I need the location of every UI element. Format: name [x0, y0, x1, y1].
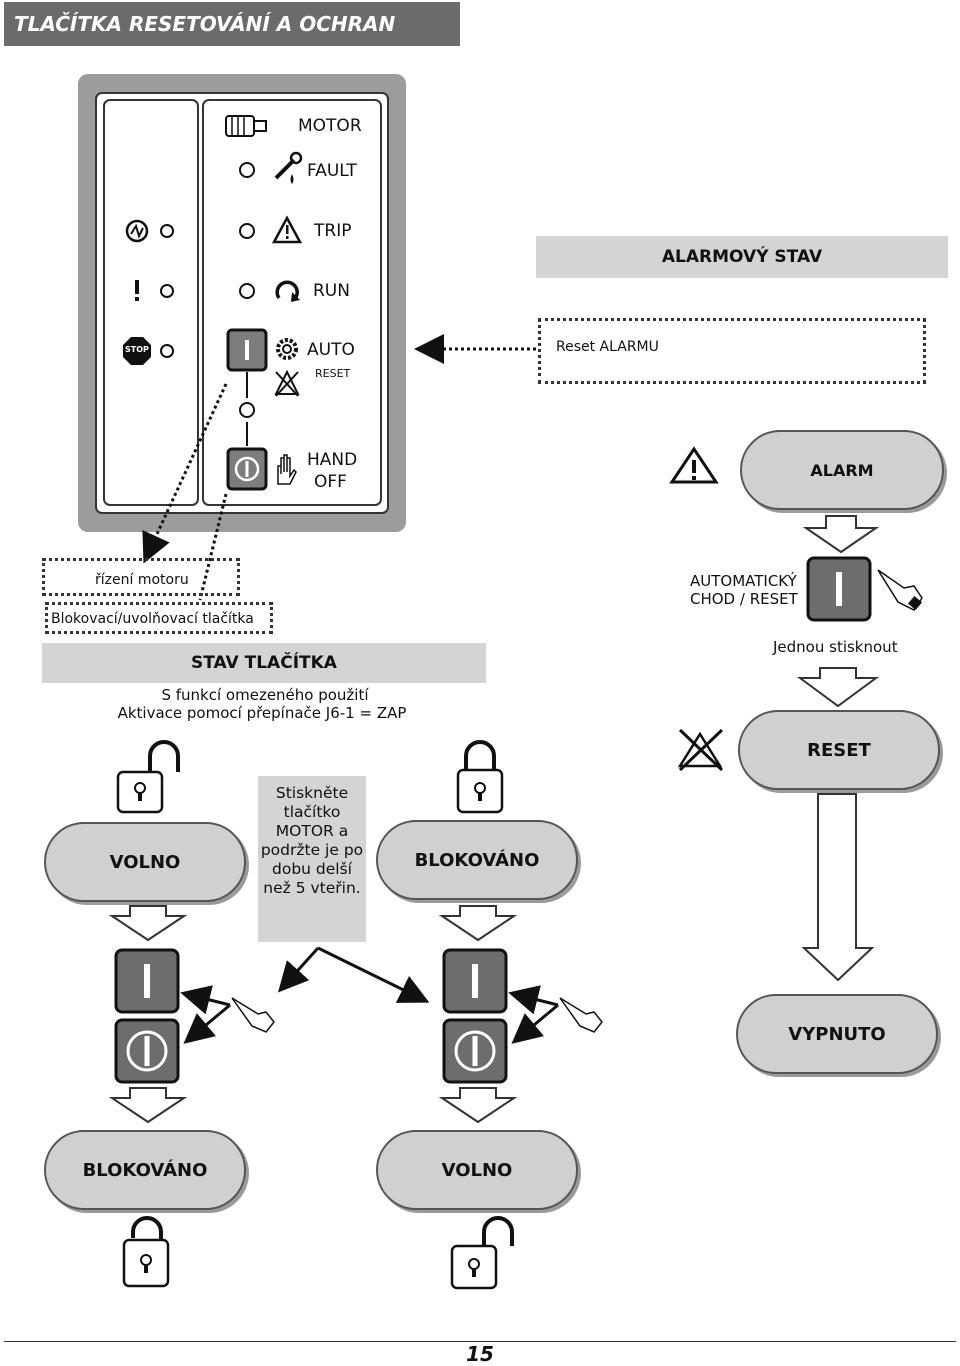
run-rotate-icon: [275, 280, 300, 302]
warning-exclamation-icon: [135, 280, 139, 301]
motor-control-label: řízení motoru: [42, 558, 240, 596]
padlock-open-icon: [450, 1216, 514, 1290]
button-state-band: STAV TLAČÍTKA: [42, 643, 486, 683]
panel-label-off: OFF: [314, 472, 347, 492]
supply-icon: [125, 219, 149, 243]
stop-icon: [123, 337, 151, 365]
result-free-pill: VOLNO: [376, 1130, 578, 1210]
alarm-band: ALARMOVÝ STAV: [536, 236, 948, 278]
panel-label-stop: STOP: [125, 345, 149, 354]
auto-run-line1: AUTOMATICKÝ: [690, 572, 797, 590]
auto-run-line2: CHOD / RESET: [690, 590, 798, 608]
padlock-open-icon: [116, 740, 180, 814]
trip-warning-icon: [271, 215, 303, 244]
pointing-hand-icon: [231, 997, 275, 1033]
result-locked-pill: BLOKOVÁNO: [44, 1130, 246, 1210]
panel-label-fault: FAULT: [307, 161, 357, 181]
activation-line: Aktivace pomocí přepínače J6-1 = ZAP: [117, 704, 407, 722]
off-pill: VYPNUTO: [736, 994, 938, 1074]
hollow-arrow: [108, 515, 880, 1124]
free-pill: VOLNO: [44, 822, 246, 902]
reset-alarm-label: Reset ALARMU: [538, 318, 926, 384]
limited-use-line: S funkcí omezeného použití: [161, 686, 369, 704]
panel-label-trip: TRIP: [314, 221, 352, 241]
auto-gear-icon: [276, 338, 298, 360]
wrench-icon: [274, 151, 303, 184]
lock-buttons-label: Blokovací/uvolňovací tlačítka: [45, 602, 273, 634]
button-pair-right: [442, 948, 508, 1084]
hold-instruction-note: Stiskněte tlačítko MOTOR a podržte je po…: [258, 776, 366, 942]
panel-label-reset: RESET: [315, 367, 351, 380]
hand-icon: [277, 454, 297, 485]
panel-label-hand: HAND: [307, 450, 358, 470]
pointing-hand-icon: [877, 569, 923, 611]
reset-pill: RESET: [738, 710, 940, 790]
page-header: TLAČÍTKA RESETOVÁNÍ A OCHRAN: [4, 2, 460, 46]
alarm-pill: ALARM: [740, 430, 944, 510]
padlock-closed-icon: [456, 740, 504, 814]
panel-label-auto: AUTO: [307, 340, 355, 360]
padlock-closed-icon: [122, 1216, 170, 1288]
control-panel: [78, 74, 406, 532]
footer-rule: [4, 1341, 956, 1342]
button-pair-left: [114, 948, 180, 1084]
motor-icon: [225, 115, 267, 137]
alarm-warning-icon: [669, 446, 719, 484]
press-once-label: Jednou stisknout: [773, 638, 898, 656]
panel-label-motor: MOTOR: [298, 116, 362, 136]
panel-label-run: RUN: [313, 281, 350, 301]
no-reset-icon: [677, 728, 724, 772]
reset-crossed-icon: [274, 369, 300, 397]
page-number: 15: [466, 1342, 494, 1366]
locked-pill: BLOKOVÁNO: [376, 820, 578, 900]
pointing-hand-icon: [559, 997, 603, 1033]
